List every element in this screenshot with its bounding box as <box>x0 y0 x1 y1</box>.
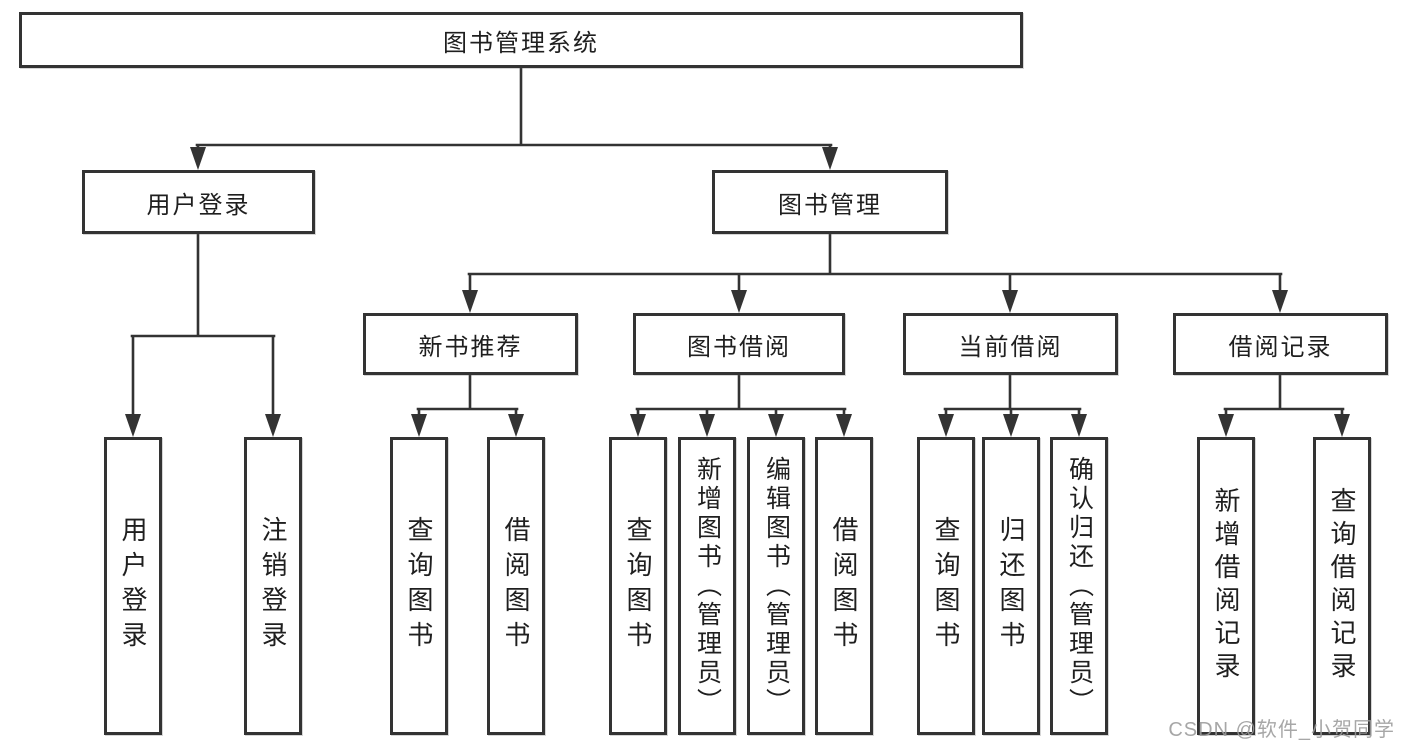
leaf-current-query-books: 查询图书 <box>917 437 975 735</box>
leaf-label: 注销登录 <box>258 516 288 656</box>
leaf-label: 归还图书 <box>996 516 1026 656</box>
arrowheads <box>125 147 1350 437</box>
leaf-user-login: 用户登录 <box>104 437 162 735</box>
leaf-label: 新增借阅记录 <box>1211 487 1241 685</box>
leaf-recommend-query-books: 查询图书 <box>390 437 448 735</box>
leaf-confirm-return-admin: 确认归还（管理员） <box>1050 437 1108 735</box>
leaf-return-books: 归还图书 <box>982 437 1040 735</box>
node-current-borrowing: 当前借阅 <box>903 313 1118 375</box>
leaf-logout: 注销登录 <box>244 437 302 735</box>
leaf-label: 编辑图书（管理员） <box>762 455 791 717</box>
leaf-label: 借阅图书 <box>829 516 859 656</box>
leaf-label: 查询借阅记录 <box>1327 487 1357 685</box>
leaf-edit-books-admin: 编辑图书（管理员） <box>747 437 805 735</box>
node-user-login: 用户登录 <box>82 170 315 234</box>
leaf-label: 查询图书 <box>623 516 653 656</box>
leaf-label: 查询图书 <box>931 516 961 656</box>
node-root: 图书管理系统 <box>19 12 1023 68</box>
leaf-label: 新增图书（管理员） <box>693 455 722 717</box>
leaf-label: 确认归还（管理员） <box>1065 455 1094 717</box>
leaf-borrowing-borrow-books: 借阅图书 <box>815 437 873 735</box>
leaf-label: 借阅图书 <box>501 516 531 656</box>
node-borrowing-records: 借阅记录 <box>1173 313 1388 375</box>
node-book-management: 图书管理 <box>712 170 948 234</box>
leaf-add-books-admin: 新增图书（管理员） <box>678 437 736 735</box>
leaf-label: 用户登录 <box>118 516 148 656</box>
leaf-add-borrow-record: 新增借阅记录 <box>1197 437 1255 735</box>
leaf-borrowing-query-books: 查询图书 <box>609 437 667 735</box>
leaf-label: 查询图书 <box>404 516 434 656</box>
node-book-borrowing: 图书借阅 <box>633 313 845 375</box>
leaf-recommend-borrow-books: 借阅图书 <box>487 437 545 735</box>
csdn-watermark: CSDN @软件_小贺同学 <box>1168 719 1395 741</box>
leaf-query-borrow-record: 查询借阅记录 <box>1313 437 1371 735</box>
node-new-book-recommend: 新书推荐 <box>363 313 578 375</box>
